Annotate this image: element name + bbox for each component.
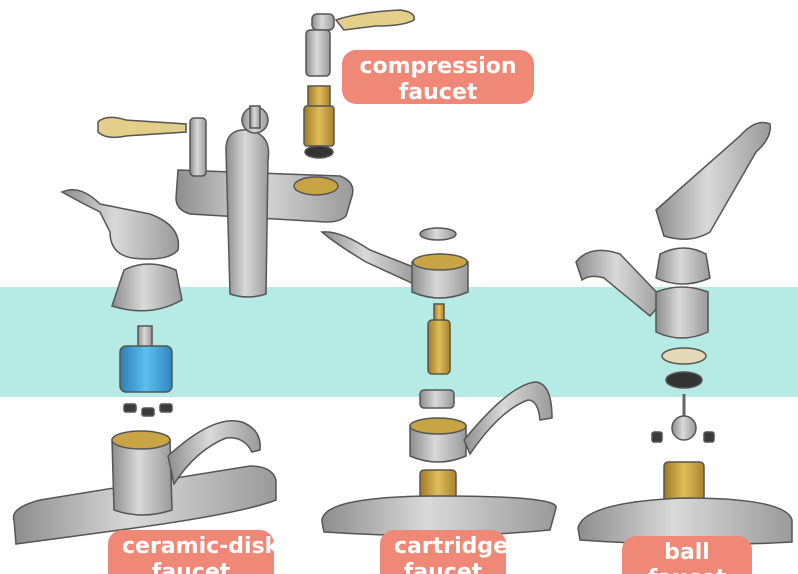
- cartridge-spout: [463, 381, 553, 456]
- cartridge-core: [427, 319, 451, 375]
- cartridge-lever: [320, 231, 417, 286]
- ceramic-spout: [167, 420, 261, 486]
- ceramic-lever: [60, 189, 180, 260]
- ball-faucet-label: ball faucet: [622, 536, 752, 574]
- compression-label-line1: compression: [359, 54, 517, 79]
- ceramic-seals: [123, 403, 173, 417]
- ceramic-label-line2: faucet: [151, 560, 231, 574]
- ceramic-cartridge: [119, 345, 173, 393]
- compression-label-line2: faucet: [398, 80, 478, 105]
- compression-side-stem: [189, 117, 207, 177]
- ball-body: [655, 286, 709, 339]
- cartridge-ring: [419, 389, 455, 409]
- compression-handle: [334, 9, 415, 31]
- ball-cam: [661, 347, 707, 365]
- cartridge-label-line2: faucet: [403, 560, 483, 574]
- ball-cap: [655, 247, 711, 285]
- cartridge-faucet-label: cartridge faucet: [380, 530, 509, 574]
- compression-brass-body: [303, 105, 335, 147]
- ceramic-dome: [111, 263, 183, 312]
- compression-side-handle: [97, 116, 187, 139]
- cartridge-label-line1: cartridge: [394, 534, 509, 559]
- ceramic-label-line1: ceramic-disk: [122, 534, 280, 559]
- ball-valve-ball: [671, 415, 697, 441]
- ball-label-line1: ball: [664, 540, 710, 565]
- compression-stem-cap: [305, 29, 331, 77]
- ceramic-disk-faucet: [12, 189, 277, 545]
- compression-washer: [304, 145, 334, 159]
- ball-label-line2: faucet: [636, 566, 738, 574]
- compression-valve-hole: [293, 176, 339, 196]
- compression-faucet-label: compression faucet: [342, 50, 534, 105]
- ceramic-cartridge-stem: [137, 325, 153, 349]
- ball-spout: [575, 249, 666, 318]
- cartridge-cap: [419, 227, 457, 241]
- compression-faucet: [97, 9, 415, 298]
- ball-springs: [651, 431, 715, 443]
- ball-faucet: [575, 121, 793, 546]
- ball-lever: [655, 121, 771, 240]
- compression-spout: [225, 129, 270, 298]
- ceramic-disk-faucet-label: ceramic-disk faucet: [108, 530, 280, 574]
- cartridge-faucet: [320, 227, 557, 537]
- ball-seal: [665, 371, 703, 389]
